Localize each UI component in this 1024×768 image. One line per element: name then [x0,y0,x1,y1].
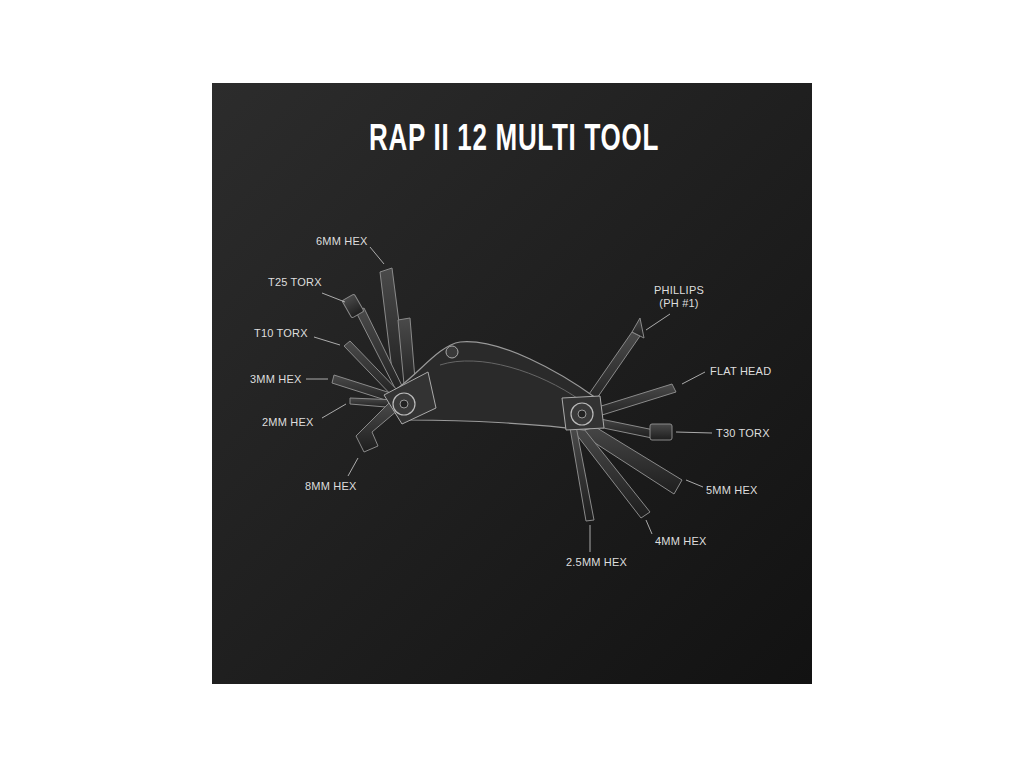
diagram-title: RAP II 12 MULTI TOOL [369,118,659,158]
tool-body [384,342,604,430]
background-panel [212,83,812,684]
part-label: 5MM HEX [706,484,758,497]
part-label: T10 TORX [254,327,308,340]
left-tools [332,268,416,452]
part-label: 3MM HEX [250,373,302,386]
part-label: FLAT HEAD [710,365,771,378]
right-tools [570,318,682,521]
part-label: 2MM HEX [262,416,314,429]
part-label: T25 TORX [268,276,322,289]
part-label: 6MM HEX [316,235,368,248]
part-label: 8MM HEX [305,480,357,493]
leader-lines [306,247,712,552]
part-label: T30 TORX [716,427,770,440]
torx-t30-bit [650,424,672,440]
hex-8mm [356,402,398,452]
part-label: 4MM HEX [655,535,707,548]
part-label: PHILLIPS (PH #1) [648,284,710,310]
phillips-tip [632,318,644,338]
hex-2-5mm [570,426,594,521]
torx-t25-bit [342,294,364,318]
part-label: 2.5MM HEX [566,556,627,569]
